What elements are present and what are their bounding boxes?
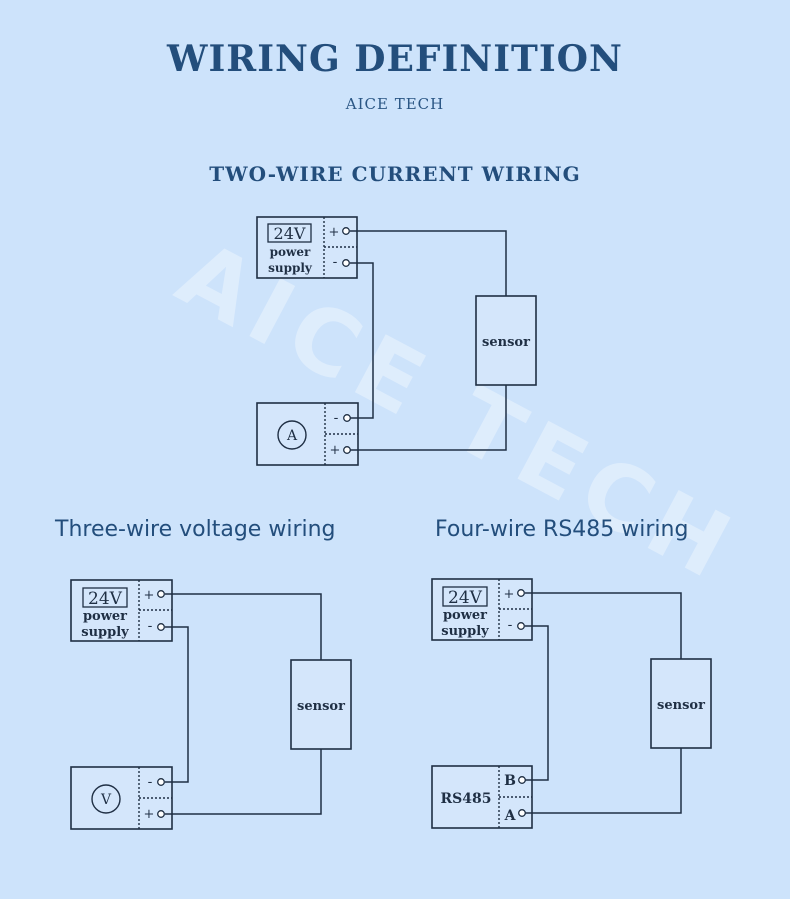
three-wire-title: Three-wire voltage wiring [55, 517, 336, 542]
two-wire-meter-plus-terminal [343, 446, 351, 454]
four-wire-diagram: 24V power supply + - RS485 B A sensor [431, 578, 712, 829]
four-wire-a-terminal [518, 809, 526, 817]
three-wire-meter-label: V [100, 792, 112, 808]
four-wire-b-terminal [518, 776, 526, 784]
two-wire-ammeter: A - + [256, 402, 359, 466]
four-wire-wire-b [525, 625, 549, 781]
three-wire-voltage: 24V [88, 589, 123, 609]
four-wire-wire-a [525, 748, 682, 814]
two-wire-voltage: 24V [274, 224, 306, 243]
three-wire-ps-minus-terminal [157, 623, 165, 631]
four-wire-ps-minus: - [508, 617, 513, 633]
four-wire-device-label: RS485 [441, 791, 492, 807]
two-wire-sensor-label: sensor [482, 335, 530, 350]
four-wire-power-label-2: supply [441, 624, 489, 639]
two-wire-meter-label: A [286, 428, 298, 444]
two-wire-ps-plus-terminal [342, 227, 350, 235]
three-wire-ps-minus: - [148, 618, 153, 634]
two-wire-title: TWO-WIRE CURRENT WIRING [209, 162, 581, 186]
three-wire-wire-positive [165, 593, 322, 660]
two-wire-wire-return [350, 385, 507, 451]
four-wire-voltage: 24V [448, 588, 483, 608]
two-wire-power-supply: 24V power supply + - [256, 216, 358, 279]
two-wire-meter-minus: - [334, 410, 339, 426]
two-wire-ps-minus-terminal [342, 259, 350, 267]
two-wire-wire-positive [350, 230, 507, 296]
three-wire-meter-minus: - [148, 774, 153, 790]
two-wire-meter-minus-terminal [343, 414, 351, 422]
four-wire-ps-plus: + [504, 587, 515, 602]
three-wire-wire-signal [165, 749, 322, 815]
three-wire-sensor: sensor [290, 659, 352, 750]
four-wire-ps-plus-terminal [517, 589, 525, 597]
four-wire-sensor-label: sensor [657, 698, 705, 713]
four-wire-terminal-a: A [504, 808, 517, 824]
two-wire-diagram: 24V power supply + - A - + sensor [256, 216, 537, 466]
two-wire-wire-negative [350, 262, 374, 419]
two-wire-meter-plus: + [330, 443, 341, 458]
four-wire-title: Four-wire RS485 wiring [435, 517, 689, 542]
four-wire-wire-positive [525, 592, 682, 659]
four-wire-power-label-1: power [443, 608, 487, 623]
two-wire-ps-minus: - [333, 254, 338, 270]
three-wire-meter-minus-terminal [157, 778, 165, 786]
three-wire-ps-plus-terminal [157, 590, 165, 598]
three-wire-voltmeter: V - + [70, 766, 173, 830]
three-wire-wire-negative [165, 626, 189, 783]
three-wire-meter-plus-terminal [157, 810, 165, 818]
four-wire-sensor: sensor [650, 658, 712, 749]
four-wire-terminal-b: B [504, 773, 516, 789]
three-wire-ps-plus: + [144, 588, 155, 603]
three-wire-power-label-1: power [83, 609, 127, 624]
four-wire-power-supply: 24V power supply + - [431, 578, 533, 641]
four-wire-ps-minus-terminal [517, 622, 525, 630]
two-wire-power-label-1: power [270, 245, 311, 259]
three-wire-sensor-label: sensor [297, 699, 345, 714]
three-wire-meter-plus: + [144, 807, 155, 822]
page-subtitle: AICE TECH [345, 95, 445, 113]
four-wire-rs485-device: RS485 B A [431, 765, 533, 829]
three-wire-diagram: 24V power supply + - V - + sensor [70, 579, 352, 830]
three-wire-power-supply: 24V power supply + - [70, 579, 173, 642]
two-wire-power-label-2: supply [268, 261, 313, 275]
page-title: WIRING DEFINITION [167, 38, 623, 80]
two-wire-sensor: sensor [475, 295, 537, 386]
three-wire-power-label-2: supply [81, 625, 129, 640]
two-wire-ps-plus: + [329, 225, 340, 240]
